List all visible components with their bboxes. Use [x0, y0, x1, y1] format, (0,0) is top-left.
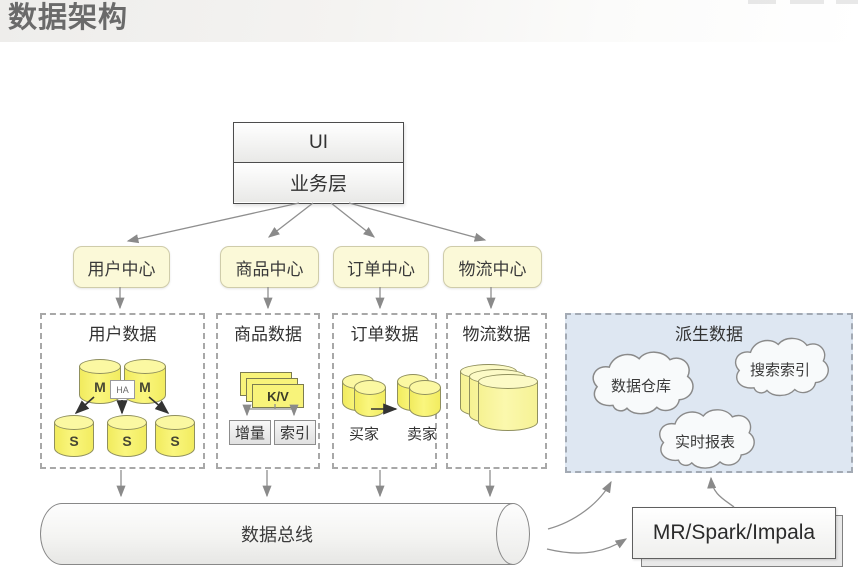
section-title: 商品数据: [234, 325, 302, 344]
center-box-user: 用户中心: [73, 246, 170, 288]
business-layer-row: 业务层: [234, 163, 403, 202]
derived-data-region: 派生数据 数据仓库 搜索索引 实时报表: [565, 313, 853, 473]
logistics-cylinder-front: [478, 374, 538, 431]
watermark-remnant: [790, 0, 824, 4]
kv-stack-front: K/V: [252, 384, 304, 408]
ui-business-stack: UI 业务层: [233, 122, 404, 204]
section-title: 物流数据: [462, 325, 531, 344]
section-logistics-data: 物流数据: [446, 313, 547, 469]
watermark-remnant: [836, 0, 858, 4]
section-user-data: 用户数据 M M HA S S S: [40, 313, 205, 469]
cloud-realtime-report: 实时报表: [652, 405, 758, 473]
buyer-label: 买家: [348, 426, 379, 443]
center-box-product: 商品中心: [220, 246, 319, 288]
section-title: 用户数据: [88, 325, 157, 344]
center-box-logistics: 物流中心: [443, 246, 542, 288]
output-box-index: 索引: [274, 420, 316, 445]
cylinder-slave: S: [107, 415, 147, 457]
watermark-remnant: [748, 0, 776, 4]
ui-layer-row: UI: [234, 123, 403, 163]
cylinder-seller: [409, 380, 441, 417]
section-order-data: 订单数据 买家 卖家: [332, 313, 441, 469]
seller-label: 卖家: [406, 426, 437, 443]
data-bus-cylinder: 数据总线: [40, 502, 530, 565]
section-title: 订单数据: [350, 325, 419, 344]
page-title: 数据架构: [8, 2, 129, 34]
compute-box: MR/Spark/Impala: [632, 507, 836, 559]
ha-badge: HA: [110, 380, 135, 399]
cloud-search-index: 搜索索引: [728, 333, 832, 401]
header-band: [0, 0, 863, 42]
section-title: 派生数据: [675, 325, 743, 344]
output-box-increment: 增量: [229, 420, 271, 445]
cloud-data-warehouse: 数据仓库: [585, 347, 697, 419]
data-bus-label: 数据总线: [241, 525, 313, 545]
cylinder-slave: S: [155, 415, 195, 457]
cylinder-buyer: [354, 380, 386, 417]
section-product-data: 商品数据 K/V 增量 索引: [216, 313, 320, 469]
cylinder-slave: S: [54, 415, 94, 457]
center-box-order: 订单中心: [333, 246, 429, 288]
